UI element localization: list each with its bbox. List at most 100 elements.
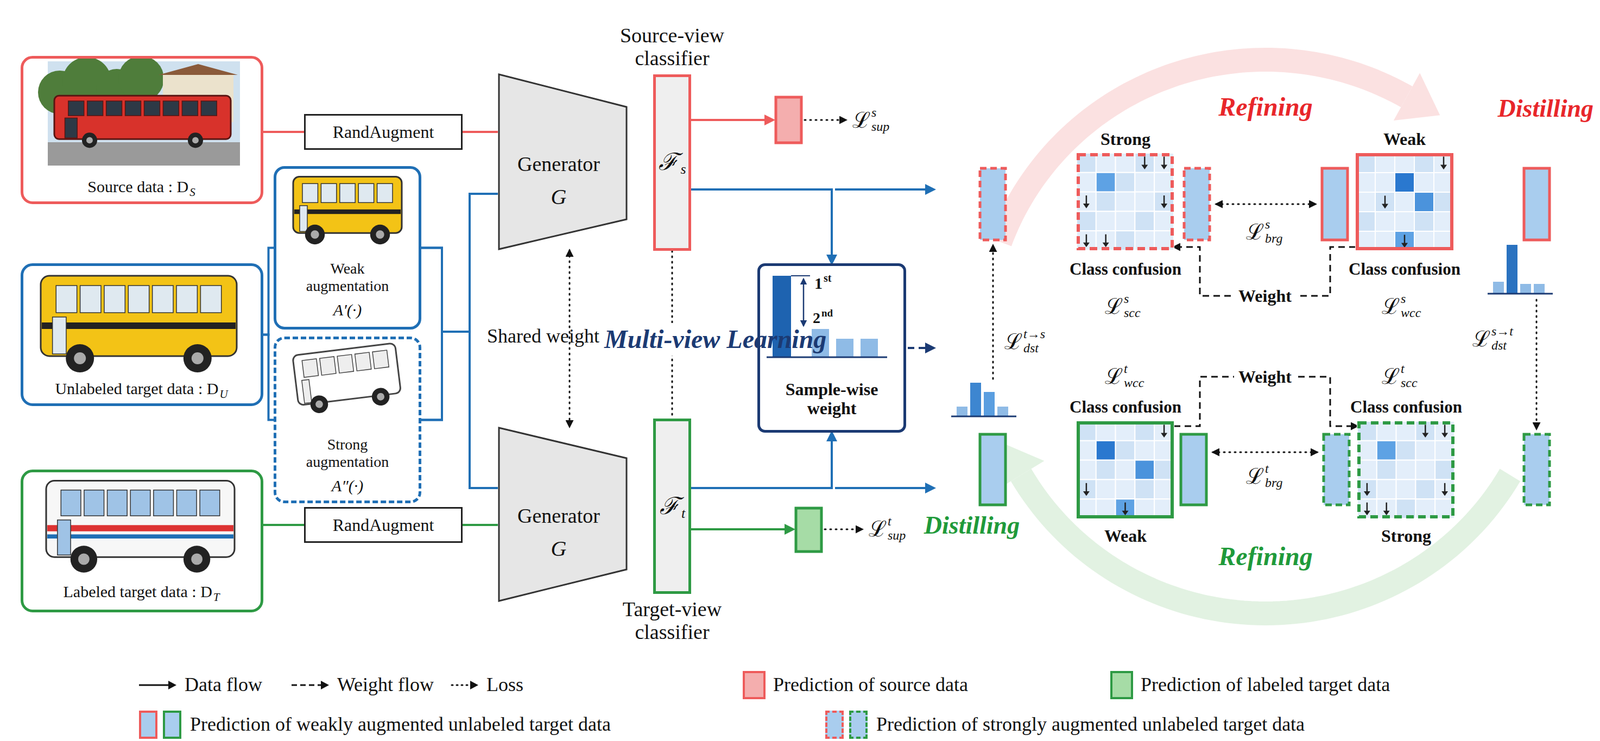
decrease-arrowhead <box>1083 242 1090 248</box>
target-prediction-arrow <box>691 528 794 531</box>
loss-subscript: dst <box>1023 340 1039 357</box>
loss-superscript: t <box>1265 461 1269 477</box>
generator-outline <box>498 427 627 602</box>
class-confusion-matrix: Class confusionWeak <box>1076 421 1174 519</box>
matrix-cell <box>1376 440 1397 461</box>
node-text: Source data : D <box>87 177 189 197</box>
node-text: Generator <box>517 152 600 177</box>
matrix-cell <box>1415 479 1435 499</box>
decrease-arrow <box>1163 195 1166 205</box>
node-text: Class confusion <box>1350 397 1463 417</box>
decrease-arrow <box>1444 483 1446 492</box>
bus-hub <box>310 230 319 239</box>
loss-superscript: t <box>1400 361 1405 377</box>
histogram-bar <box>1506 244 1518 294</box>
loss-symbol: ℒ <box>868 516 887 542</box>
legend-line <box>291 684 322 687</box>
decrease-arrowhead <box>1160 164 1168 170</box>
legend-text: Data flow <box>184 673 263 697</box>
node-text: A′(·) <box>333 300 362 320</box>
bus-wheel <box>370 224 390 245</box>
matrix-cell <box>1396 460 1416 480</box>
loss-superscript: t→s <box>1023 326 1046 343</box>
data-flow-arrow <box>835 188 934 191</box>
loss-symbol: ℒ <box>1381 364 1400 390</box>
decrease-arrowhead <box>1363 510 1371 516</box>
node-text: Class confusion <box>1348 259 1461 280</box>
bus-window <box>68 100 85 116</box>
decrease-arrowhead <box>1363 491 1371 497</box>
labeled-target-box: Labeled target data : DT <box>20 469 264 613</box>
loss-superscript: s <box>871 105 877 121</box>
node-text: Strong <box>1100 129 1151 150</box>
loss-symbol: ℒ <box>1246 219 1264 245</box>
decrease-arrow <box>1163 156 1166 166</box>
matrix-cell <box>1115 479 1136 499</box>
bus-window <box>106 100 123 116</box>
target-view-distribution <box>951 382 1017 417</box>
connector <box>263 523 305 527</box>
decrease-arrow <box>1443 156 1445 166</box>
bus-window <box>301 358 319 378</box>
bus-stripe <box>41 322 236 330</box>
node-text: nd <box>821 307 833 320</box>
node-text: S <box>189 185 196 199</box>
bus-window <box>128 285 149 313</box>
bus-body <box>46 481 235 558</box>
yellow-bus <box>40 275 237 373</box>
node-text: A″(·) <box>331 476 364 496</box>
connector <box>568 250 571 427</box>
loss-arrow <box>824 528 863 531</box>
histogram-bar <box>1520 283 1532 294</box>
bus-window <box>372 350 389 369</box>
histogram-bar <box>956 406 968 417</box>
randaugment-box: RandAugment <box>304 507 463 543</box>
connector <box>263 334 274 421</box>
weak-augmentation-box: Weak augmentationA′(·) <box>273 166 422 330</box>
connector <box>462 130 498 134</box>
bus-window <box>200 285 221 313</box>
bus-window <box>199 490 220 517</box>
legend-swatch <box>138 710 158 739</box>
loss-symbol: ℒ <box>1104 364 1123 390</box>
class-confusion-matrix: StrongClass confusion <box>1076 153 1174 251</box>
connector <box>691 432 832 489</box>
bus-wheel <box>309 394 330 415</box>
bus-body <box>40 275 237 357</box>
decrease-arrowhead <box>1160 203 1168 209</box>
matrix-cell <box>1134 440 1155 461</box>
decrease-arrowhead <box>1083 203 1090 209</box>
bus-door <box>301 379 312 404</box>
matrix-grid <box>1076 421 1174 519</box>
bus-window <box>337 354 354 373</box>
margin-tick <box>791 275 811 277</box>
stage-title: Distilling <box>924 511 1020 541</box>
matrix-cell <box>1115 440 1136 461</box>
node-text: Class confusion <box>1069 259 1182 280</box>
matrix-cell <box>1115 192 1136 212</box>
histogram-axis <box>1487 293 1553 295</box>
histogram-bar <box>772 275 792 358</box>
histogram-bar <box>811 329 830 358</box>
bus-door <box>57 520 71 556</box>
matrix-cell <box>1096 172 1116 193</box>
legend-text: Prediction of strongly augmented unlabel… <box>876 713 1305 736</box>
decrease-arrowhead <box>1440 165 1447 170</box>
bus-window <box>355 352 372 371</box>
node-text: ℱ <box>658 148 679 177</box>
matrix-cell <box>1375 172 1395 193</box>
decrease-arrow <box>1143 156 1146 166</box>
node-text: st <box>823 272 832 285</box>
connector <box>421 331 498 489</box>
node-text: s <box>680 161 686 178</box>
source-view-prediction-bar <box>979 168 1006 240</box>
bus-wheel <box>81 132 98 148</box>
connector-label: Shared weight <box>487 325 558 348</box>
randaugment-box: RandAugment <box>304 114 463 150</box>
bus-window <box>319 356 337 376</box>
node-text: t <box>681 505 686 522</box>
sample-weight-box: 1st2ndSample-wise weight <box>757 263 907 433</box>
legend-item: Data flow <box>137 669 263 701</box>
matrix-cell <box>1375 211 1395 232</box>
